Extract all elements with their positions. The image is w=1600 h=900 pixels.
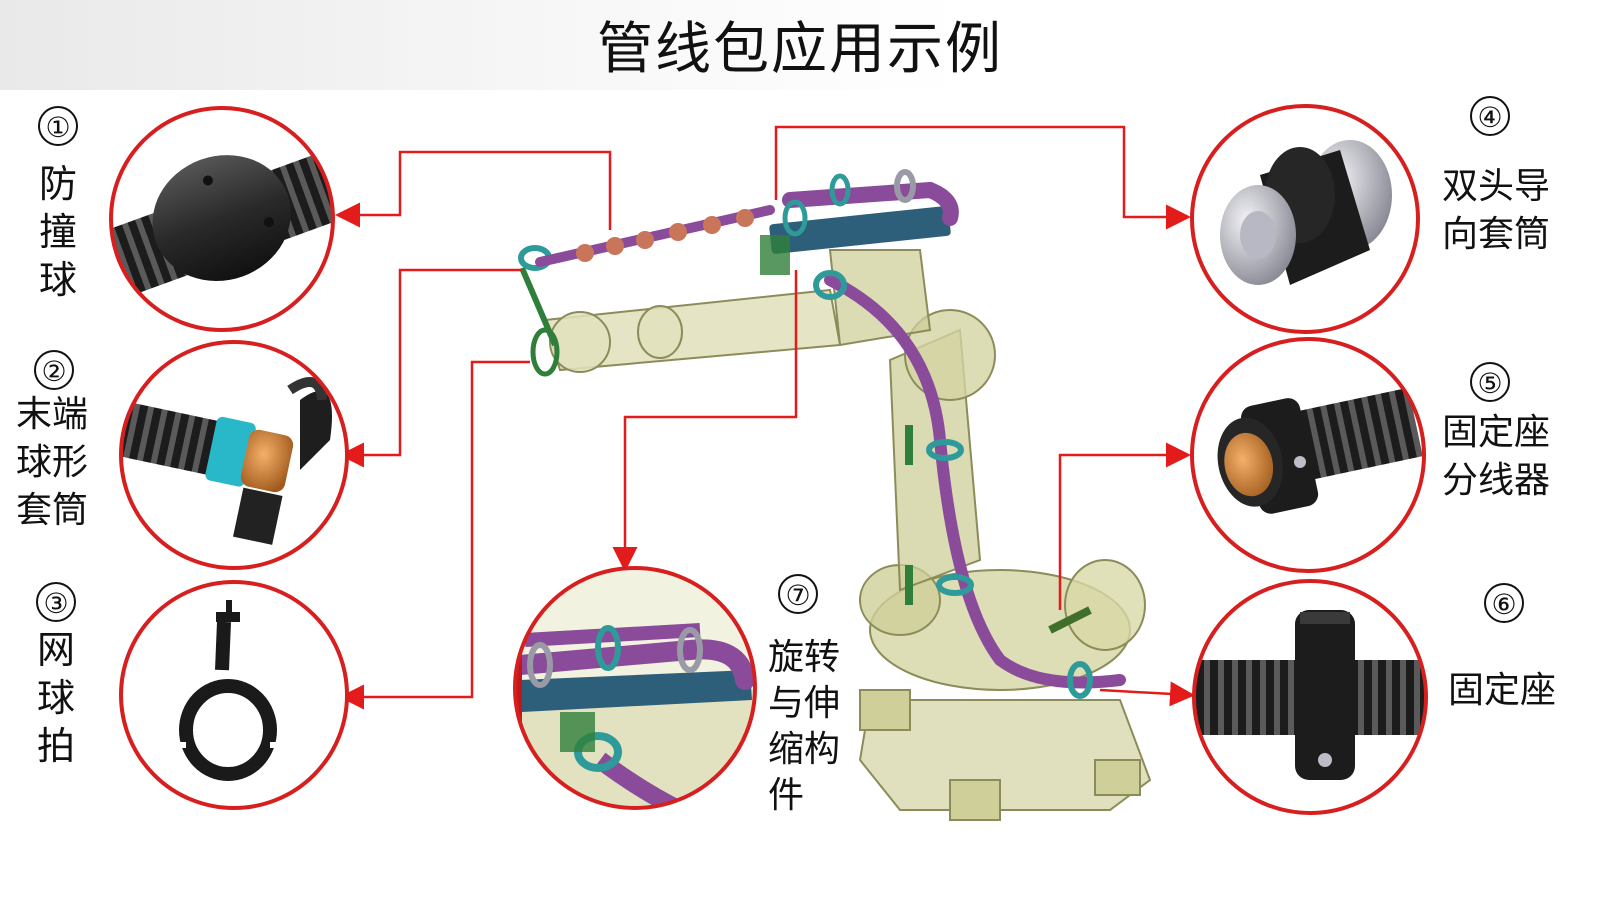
detail-circle-5 [1190, 337, 1426, 573]
item-7-label-line-1: 旋转 [768, 637, 841, 678]
item-7-label-line-2: 与伸 [768, 683, 841, 724]
item-1-label: 防撞球 [38, 162, 77, 302]
item-2-number: ② [34, 350, 74, 390]
item-6-label: 固定座 [1448, 670, 1557, 711]
item-3-number: ③ [36, 582, 76, 622]
item-6-number: ⑥ [1484, 583, 1524, 623]
item-4-number: ④ [1470, 96, 1510, 136]
page-title: 管线包应用示例 [597, 17, 1003, 82]
item-2-label-line-3: 套筒 [16, 490, 89, 531]
detail-circle-6 [1192, 579, 1428, 815]
detail-circle-4 [1190, 104, 1420, 334]
item-1-number: ① [38, 106, 78, 146]
item-2-label-line-2: 球形 [16, 442, 89, 483]
callout-lines [335, 125, 1195, 710]
item-4-label-line-1: 双头导 [1442, 166, 1551, 207]
detail-circle-1 [109, 106, 335, 332]
item-7-label-line-3: 缩构 [768, 729, 841, 770]
title-bar [0, 0, 1600, 90]
item-3-label: 网球拍 [36, 628, 75, 768]
detail-circle-7 [513, 566, 757, 810]
robot-illustration [518, 169, 1152, 821]
item-2-label-line-1: 末端 [16, 394, 89, 435]
item-5-label-line-1: 固定座 [1442, 412, 1551, 453]
item-5-number: ⑤ [1470, 362, 1510, 402]
detail-circle-3 [119, 580, 349, 810]
item-7-number: ⑦ [778, 574, 818, 614]
item-4-label-line-2: 向套筒 [1442, 214, 1551, 255]
detail-circle-2 [119, 340, 349, 570]
item-5-label-line-2: 分线器 [1442, 460, 1551, 501]
item-7-label-line-4: 件 [768, 775, 805, 816]
